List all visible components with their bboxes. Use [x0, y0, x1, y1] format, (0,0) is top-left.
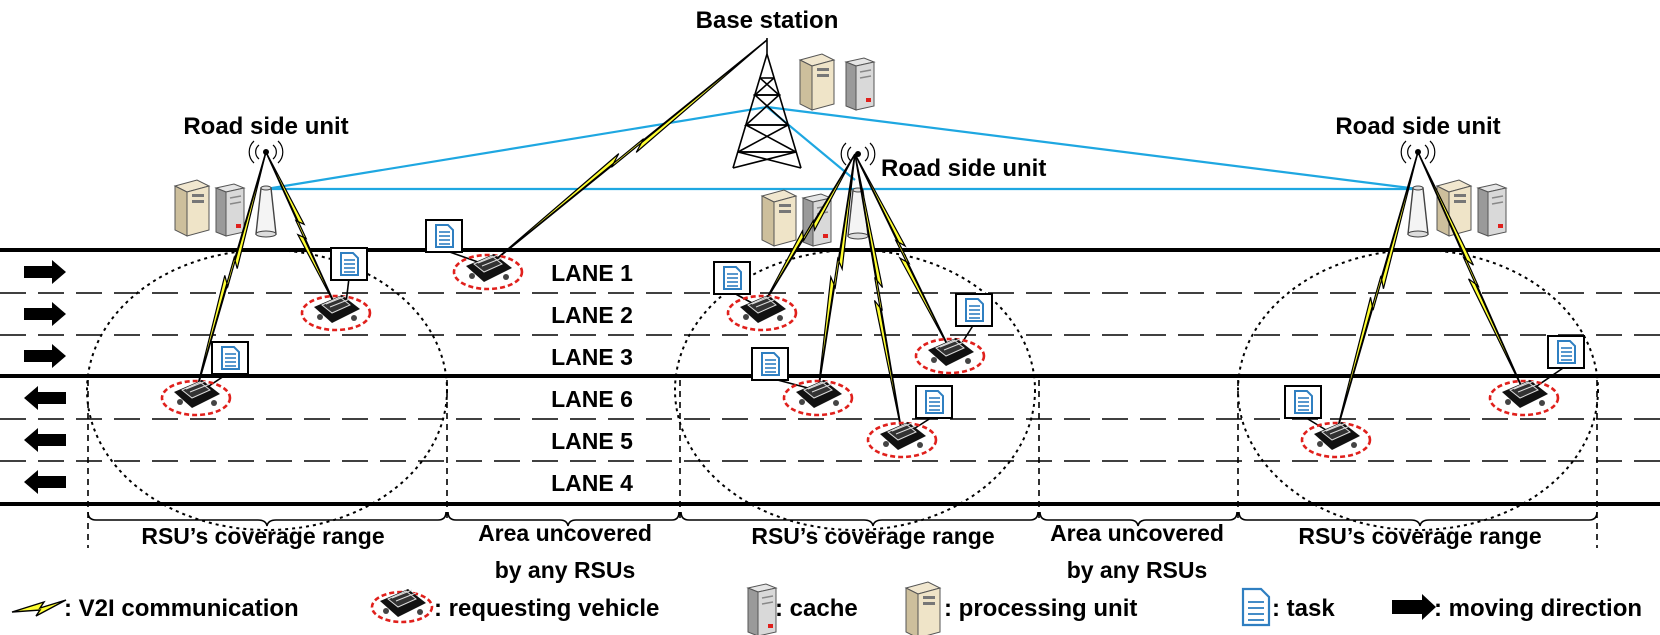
- task-icon: [425, 219, 463, 253]
- cache-icon: [1477, 183, 1507, 237]
- rsu-right: Road side unit: [1335, 113, 1507, 238]
- arrow-right-icon: [1392, 594, 1436, 620]
- task-icon: [211, 341, 249, 375]
- legend-task: : task: [1241, 587, 1335, 627]
- lane-labels: LANE 1 LANE 2 LANE 3 LANE 6 LANE 5 LANE …: [551, 260, 633, 496]
- legend-moving-direction: : moving direction: [1392, 594, 1642, 622]
- uncovered-area-label: Area uncovered: [478, 520, 652, 546]
- vehicle-icon: [379, 588, 427, 618]
- task-icon: [713, 261, 751, 295]
- range-braces: [87, 511, 1598, 527]
- road: [0, 248, 1660, 506]
- task-icon: [915, 385, 953, 419]
- requesting-ring: [782, 379, 854, 417]
- legend-v2i: : V2I communication: [11, 595, 299, 622]
- processing-unit-icon: [761, 189, 797, 247]
- arrow-right-icon: [24, 344, 66, 368]
- rsu-label: Road side unit: [1335, 113, 1500, 140]
- legend-label: : requesting vehicle: [434, 595, 659, 622]
- base-station-label: Base station: [696, 7, 839, 34]
- requesting-vehicle: [1284, 385, 1372, 459]
- requesting-ring: [1488, 379, 1560, 417]
- lane-label: LANE 1: [551, 260, 633, 286]
- requesting-vehicle: [160, 341, 249, 417]
- coverage-range-label: RSU’s coverage range: [141, 523, 384, 549]
- legend-label: : moving direction: [1434, 595, 1642, 622]
- cache-icon: [845, 57, 875, 111]
- requesting-vehicle: [425, 219, 524, 291]
- range-separators: [87, 380, 1598, 548]
- requesting-vehicle: [1488, 335, 1585, 417]
- requesting-vehicle: [713, 261, 798, 332]
- range-labels: RSU’s coverage range Area uncovered by a…: [141, 520, 1541, 583]
- document-icon: [1241, 587, 1271, 627]
- task-connector: [1533, 365, 1567, 389]
- arrow-right-icon: [24, 260, 66, 284]
- requesting-ring: [300, 294, 372, 332]
- lane-label: LANE 2: [551, 302, 633, 328]
- processing-unit-icon: [905, 581, 941, 635]
- processing-unit-icon: [174, 179, 210, 237]
- requesting-ring: [160, 379, 232, 417]
- legend-label: : cache: [775, 595, 858, 622]
- rsu-middle: Road side unit: [761, 142, 1046, 247]
- lane-label: LANE 3: [551, 344, 633, 370]
- requesting-ring: [1300, 421, 1372, 459]
- lightning-icon: [11, 599, 67, 617]
- vehicles: [160, 219, 1585, 459]
- cache-icon: [215, 183, 245, 237]
- processing-unit-icon: [799, 53, 835, 111]
- requesting-vehicle: [914, 293, 993, 375]
- requesting-ring: [452, 253, 524, 291]
- legend-label: : task: [1272, 595, 1335, 622]
- backhaul-links: [265, 105, 1419, 191]
- legend-label: : V2I communication: [64, 595, 299, 622]
- rsu-left: Road side unit: [174, 113, 349, 238]
- lane-label: LANE 4: [551, 470, 633, 496]
- task-icon: [330, 247, 368, 281]
- requesting-vehicle: [866, 385, 953, 459]
- coverage-areas: [86, 249, 1599, 531]
- requesting-ring: [726, 294, 798, 332]
- uncovered-area-label: Area uncovered: [1050, 520, 1224, 546]
- requesting-vehicle: [751, 347, 854, 417]
- task-icon: [751, 347, 789, 381]
- lane-label: LANE 5: [551, 428, 633, 454]
- legend: : V2I communication : requesting vehicle…: [11, 581, 1642, 635]
- arrow-left-icon: [24, 428, 66, 452]
- v2i-links: [189, 36, 1531, 437]
- legend-processing-unit: : processing unit: [905, 581, 1137, 635]
- legend-cache: : cache: [747, 583, 858, 635]
- lane-label: LANE 6: [551, 386, 633, 412]
- tower-icon: [732, 38, 802, 169]
- task-icon: [955, 293, 993, 327]
- requesting-vehicle: [300, 247, 372, 332]
- task-icon: [1547, 335, 1585, 369]
- coverage-range-label: RSU’s coverage range: [751, 523, 994, 549]
- rsu-label: Road side unit: [881, 155, 1046, 182]
- requesting-ring: [866, 421, 938, 459]
- legend-label: : processing unit: [944, 595, 1137, 622]
- base-station: Base station: [696, 7, 875, 169]
- uncovered-area-label: by any RSUs: [495, 557, 636, 583]
- arrow-left-icon: [24, 386, 66, 410]
- uncovered-area-label: by any RSUs: [1067, 557, 1208, 583]
- rsu-label: Road side unit: [183, 113, 348, 140]
- arrow-left-icon: [24, 470, 66, 494]
- task-icon: [1284, 385, 1322, 419]
- legend-requesting-vehicle: : requesting vehicle: [370, 588, 659, 624]
- arrow-right-icon: [24, 302, 66, 326]
- cache-icon: [747, 583, 777, 635]
- requesting-ring: [914, 337, 986, 375]
- coverage-range-label: RSU’s coverage range: [1298, 523, 1541, 549]
